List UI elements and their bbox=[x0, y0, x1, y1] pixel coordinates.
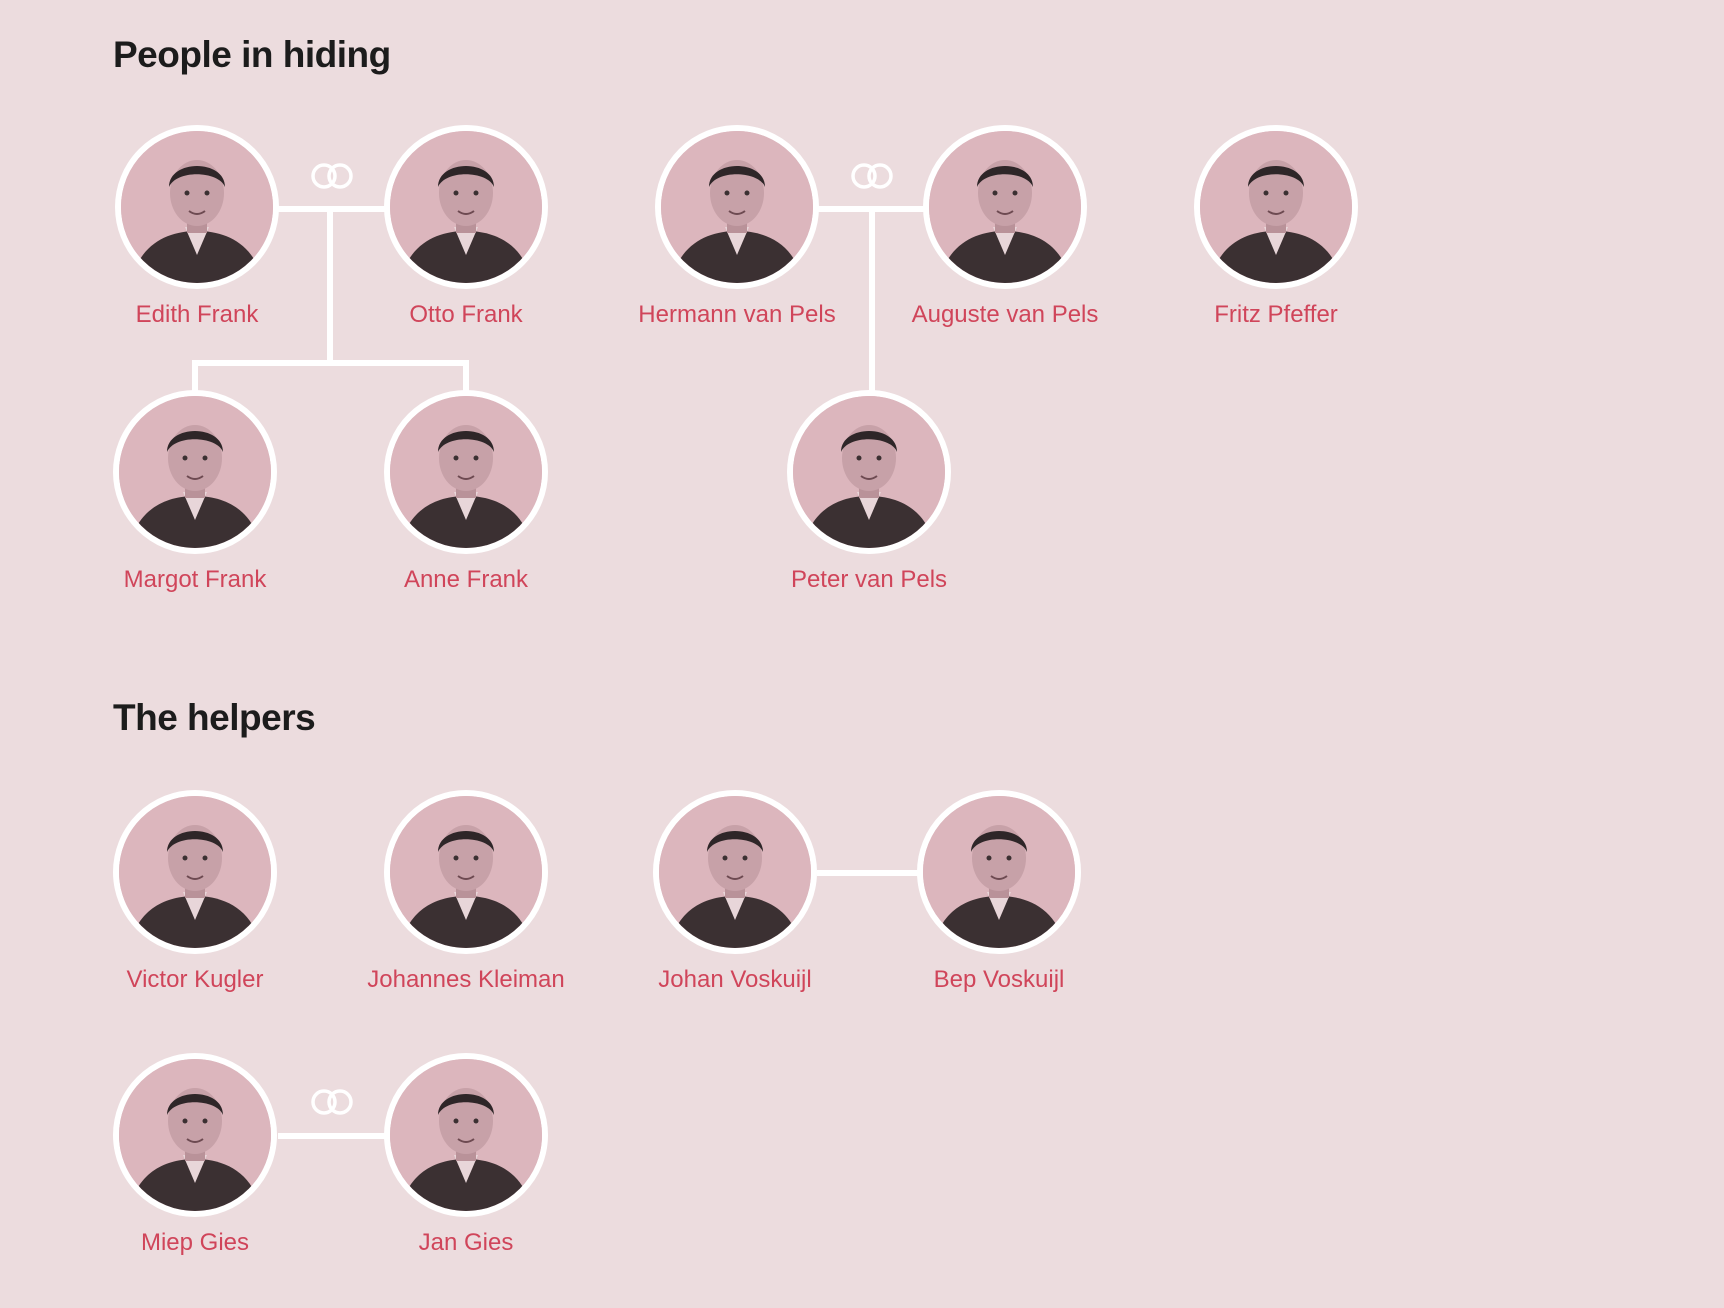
person-portrait-icon bbox=[653, 790, 817, 954]
section-title-people-in-hiding: People in hiding bbox=[113, 34, 391, 75]
person-portrait-icon bbox=[384, 390, 548, 554]
person-card-miep-gies[interactable]: Miep Gies bbox=[65, 1053, 325, 1273]
person-name: Victor Kugler bbox=[126, 966, 264, 993]
person-name: Johannes Kleiman bbox=[367, 966, 565, 993]
person-name: Hermann van Pels bbox=[638, 301, 836, 328]
person-card-hermann-van-pels[interactable]: Hermann van Pels bbox=[607, 125, 867, 345]
person-card-johan-voskuijl[interactable]: Johan Voskuijl bbox=[605, 790, 865, 1010]
wedding-rings-icon bbox=[851, 163, 893, 189]
wedding-rings-icon bbox=[311, 1089, 353, 1115]
person-card-jan-gies[interactable]: Jan Gies bbox=[336, 1053, 596, 1273]
person-portrait-icon bbox=[384, 125, 548, 289]
person-name: Bep Voskuijl bbox=[933, 966, 1065, 993]
person-portrait-icon bbox=[113, 790, 277, 954]
person-card-margot-frank[interactable]: Margot Frank bbox=[65, 390, 325, 610]
person-name: Margot Frank bbox=[123, 566, 267, 593]
person-portrait-icon bbox=[115, 125, 279, 289]
person-portrait-icon bbox=[655, 125, 819, 289]
person-name: Jan Gies bbox=[418, 1229, 514, 1256]
person-card-edith-frank[interactable]: Edith Frank bbox=[67, 125, 327, 345]
person-name: Auguste van Pels bbox=[911, 301, 1099, 328]
person-card-fritz-pfeffer[interactable]: Fritz Pfeffer bbox=[1146, 125, 1406, 345]
person-portrait-icon bbox=[787, 390, 951, 554]
person-portrait-icon bbox=[1194, 125, 1358, 289]
person-name: Otto Frank bbox=[409, 301, 523, 328]
person-portrait-icon bbox=[917, 790, 1081, 954]
section-title-the-helpers: The helpers bbox=[113, 697, 316, 738]
wedding-rings-icon bbox=[311, 163, 353, 189]
person-card-peter-van-pels[interactable]: Peter van Pels bbox=[739, 390, 999, 610]
person-name: Johan Voskuijl bbox=[658, 966, 812, 993]
person-portrait-icon bbox=[113, 390, 277, 554]
person-card-auguste-van-pels[interactable]: Auguste van Pels bbox=[875, 125, 1135, 345]
person-card-otto-frank[interactable]: Otto Frank bbox=[336, 125, 596, 345]
person-name: Peter van Pels bbox=[790, 566, 948, 593]
person-card-victor-kugler[interactable]: Victor Kugler bbox=[65, 790, 325, 1010]
person-name: Miep Gies bbox=[140, 1229, 250, 1256]
person-portrait-icon bbox=[113, 1053, 277, 1217]
person-portrait-icon bbox=[923, 125, 1087, 289]
person-card-johannes-kleiman[interactable]: Johannes Kleiman bbox=[336, 790, 596, 1010]
person-card-bep-voskuijl[interactable]: Bep Voskuijl bbox=[869, 790, 1129, 1010]
person-name: Fritz Pfeffer bbox=[1214, 301, 1338, 328]
person-portrait-icon bbox=[384, 790, 548, 954]
person-card-anne-frank[interactable]: Anne Frank bbox=[336, 390, 596, 610]
person-portrait-icon bbox=[384, 1053, 548, 1217]
person-name: Anne Frank bbox=[403, 566, 529, 593]
person-name: Edith Frank bbox=[135, 301, 259, 328]
